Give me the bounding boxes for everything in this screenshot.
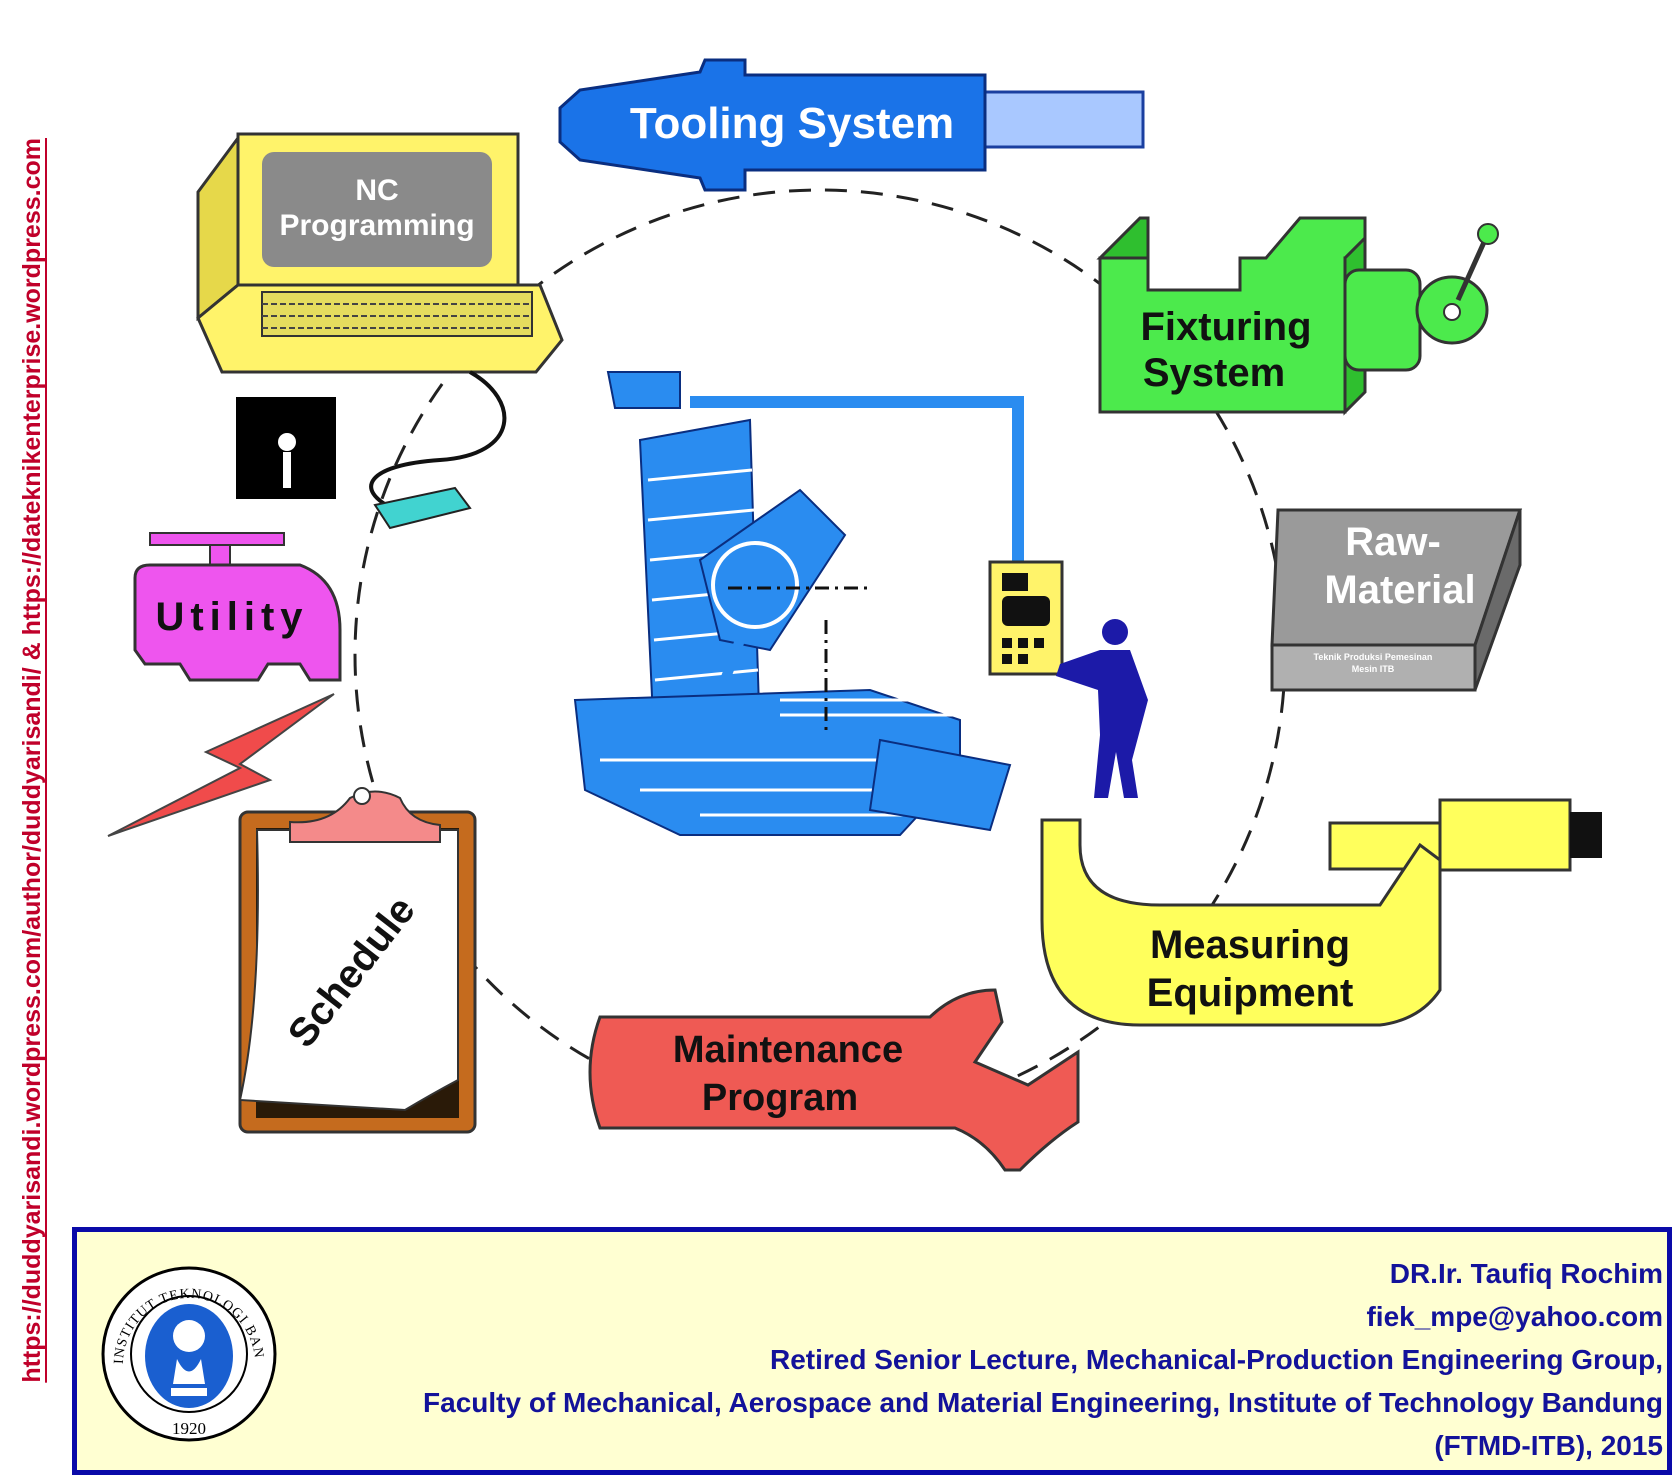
maintenance-wrench: Maintenance Program	[588, 988, 1080, 1172]
cnc-control-panel	[988, 560, 1064, 676]
fixturing-system-vise: Fixturing System	[1096, 216, 1499, 416]
author-email[interactable]: fiek_mpe@yahoo.com	[1366, 1301, 1663, 1332]
raw-label-line2: Material	[1324, 568, 1475, 612]
cnc-milling-machine	[573, 371, 1024, 836]
measuring-equipment-micrometer: Measuring Equipment	[1040, 798, 1602, 1027]
utility-valve: Utility	[133, 532, 342, 682]
machining-system-diagram: Tooling System NC Programming Utility	[107, 58, 1602, 1172]
raw-small-line1: Teknik Produksi Pemesinan	[1314, 652, 1433, 662]
nc-programming-terminal: NC Programming	[196, 132, 564, 530]
measuring-label-line2: Equipment	[1147, 971, 1354, 1015]
maintenance-label-line1: Maintenance	[673, 1029, 903, 1071]
author-details: DR.Ir. Taufiq Rochim fiek_mpe@yahoo.com …	[323, 1252, 1663, 1467]
measuring-label-line1: Measuring	[1150, 923, 1350, 967]
fixturing-label-line2: System	[1143, 351, 1285, 395]
raw-label-line1: Raw-	[1345, 520, 1441, 564]
itb-logo: INSTITUT TEKNOLOGI BANDUNG 1920	[99, 1264, 277, 1442]
terminal-connector	[373, 486, 472, 530]
author-footer: INSTITUT TEKNOLOGI BANDUNG 1920 DR.Ir. T…	[72, 1227, 1672, 1475]
fixturing-label-line1: Fixturing	[1140, 305, 1311, 349]
tooling-system-holder: Tooling System	[558, 58, 1145, 192]
ganesha-emblem	[145, 1304, 233, 1408]
terminal-cable	[369, 370, 507, 510]
nc-label-line1: NC	[355, 174, 398, 207]
maintenance-label-line2: Program	[702, 1077, 858, 1119]
author-position: Retired Senior Lecture, Mechanical-Produ…	[769, 1344, 1663, 1375]
author-faculty: Faculty of Mechanical, Aerospace and Mat…	[423, 1387, 1663, 1418]
raw-material-block: Raw- Material Teknik Produksi Pemesinan …	[1270, 508, 1523, 692]
nc-label-line2: Programming	[279, 209, 474, 242]
author-institution-year: (FTMD-ITB), 2015	[1434, 1430, 1663, 1461]
logo-year: 1920	[172, 1419, 206, 1438]
utility-label: Utility	[155, 595, 308, 639]
raw-small-line2: Mesin ITB	[1352, 664, 1395, 674]
electricity-bolt-icon	[107, 693, 335, 837]
author-name: DR.Ir. Taufiq Rochim	[1389, 1258, 1663, 1289]
operator-figure	[1056, 619, 1148, 798]
floppy-disk-icon	[236, 397, 336, 499]
schedule-clipboard: Schedule	[238, 787, 477, 1134]
tooling-system-label: Tooling System	[630, 99, 954, 148]
